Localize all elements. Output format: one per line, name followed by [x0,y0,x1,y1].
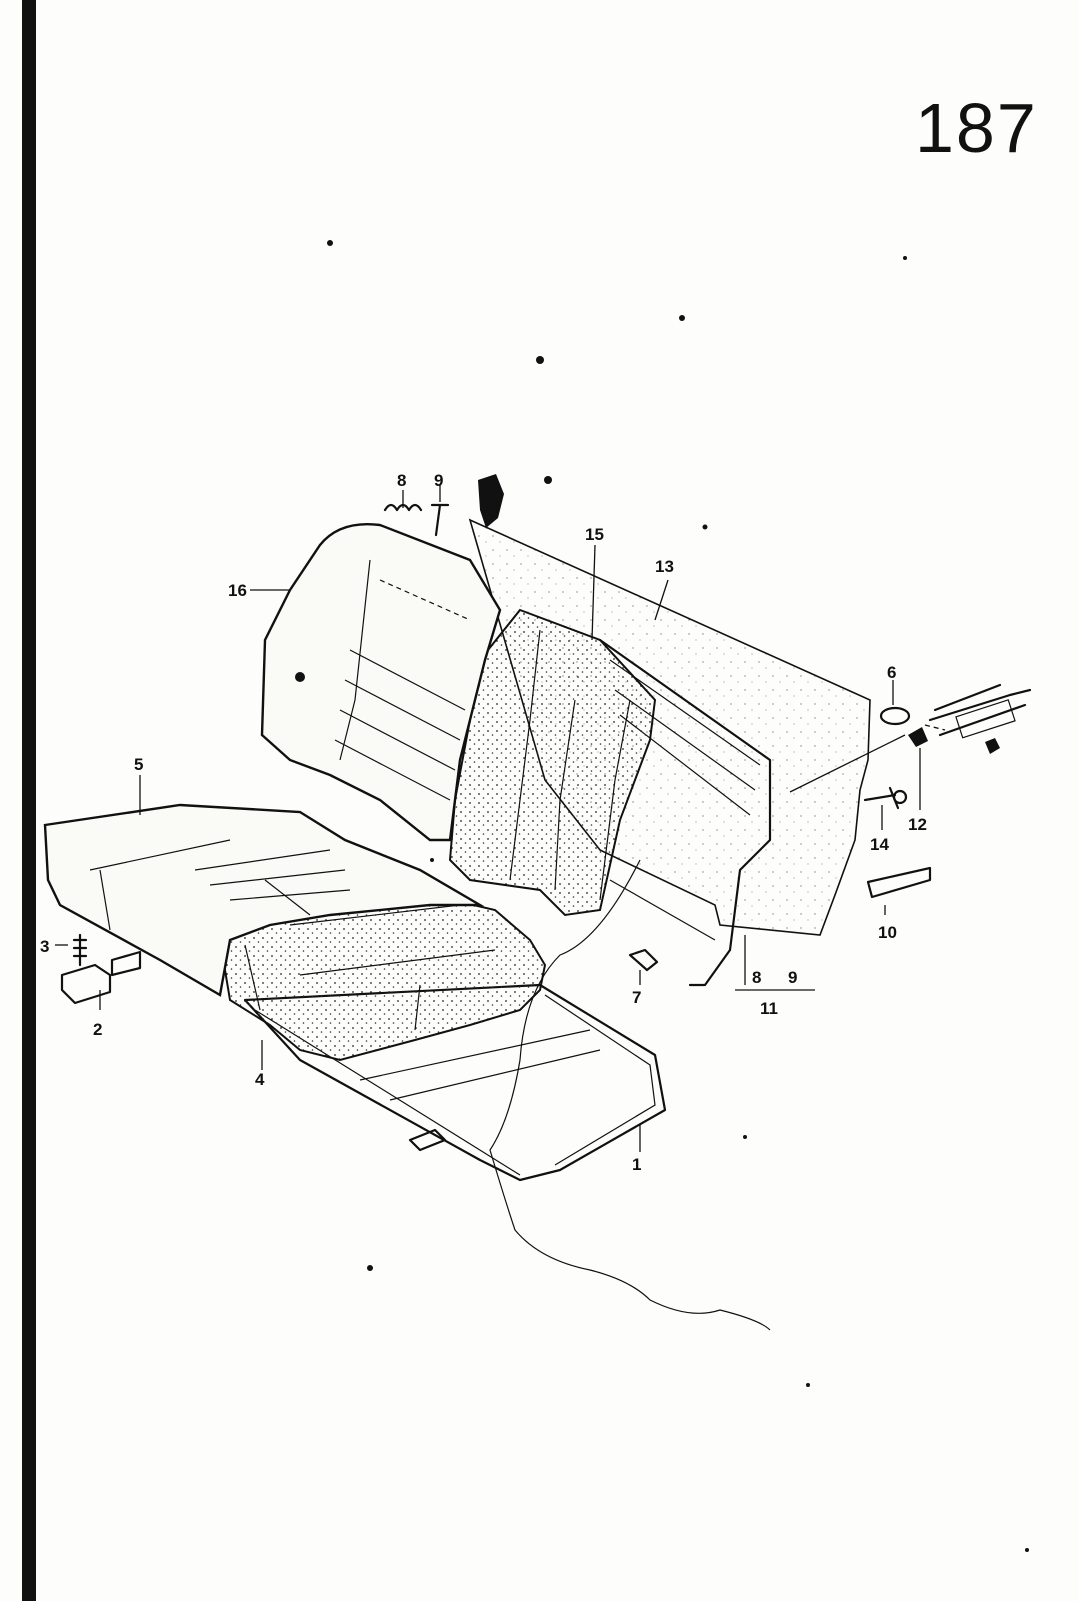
callout-14: 14 [870,835,889,854]
backrest-cushion [260,523,502,842]
callout-10: 10 [878,923,897,942]
callout-3: 3 [40,937,49,956]
seat-frame [243,983,667,1182]
callout-6: 6 [887,663,896,682]
seat-cushion [43,803,485,997]
callout-9-bottom: 9 [788,968,797,987]
callout-4: 4 [255,1070,265,1089]
clip-icon [908,727,928,747]
callout-7: 7 [632,988,641,1007]
wire-harness [489,859,771,1331]
hinge-bracket [928,683,1032,737]
callout-13: 13 [655,557,674,576]
callout-11: 11 [760,999,778,1018]
backrest-frame [598,638,772,987]
callout-16: 16 [228,581,247,600]
scan-noise [295,240,1029,1552]
page-number: 187 [915,89,1038,167]
callout-8-top: 8 [397,471,406,490]
callout-5: 5 [134,755,143,774]
callout-12: 12 [908,815,927,834]
callout-9-top: 9 [434,471,443,490]
callout-2: 2 [93,1020,102,1039]
plug-icon [879,706,911,726]
clamp-icon [60,963,112,1005]
callout-8-bottom: 8 [752,968,761,987]
callout-15: 15 [585,525,604,544]
pin-icon [430,503,450,537]
callout-1: 1 [632,1155,641,1174]
screw-3-icon [72,933,88,967]
trim-strip [866,866,932,899]
knob-icon [628,948,659,972]
binding-edge [22,0,36,1601]
screw-icon [985,738,1000,754]
mounting-clip-icon [478,474,504,528]
